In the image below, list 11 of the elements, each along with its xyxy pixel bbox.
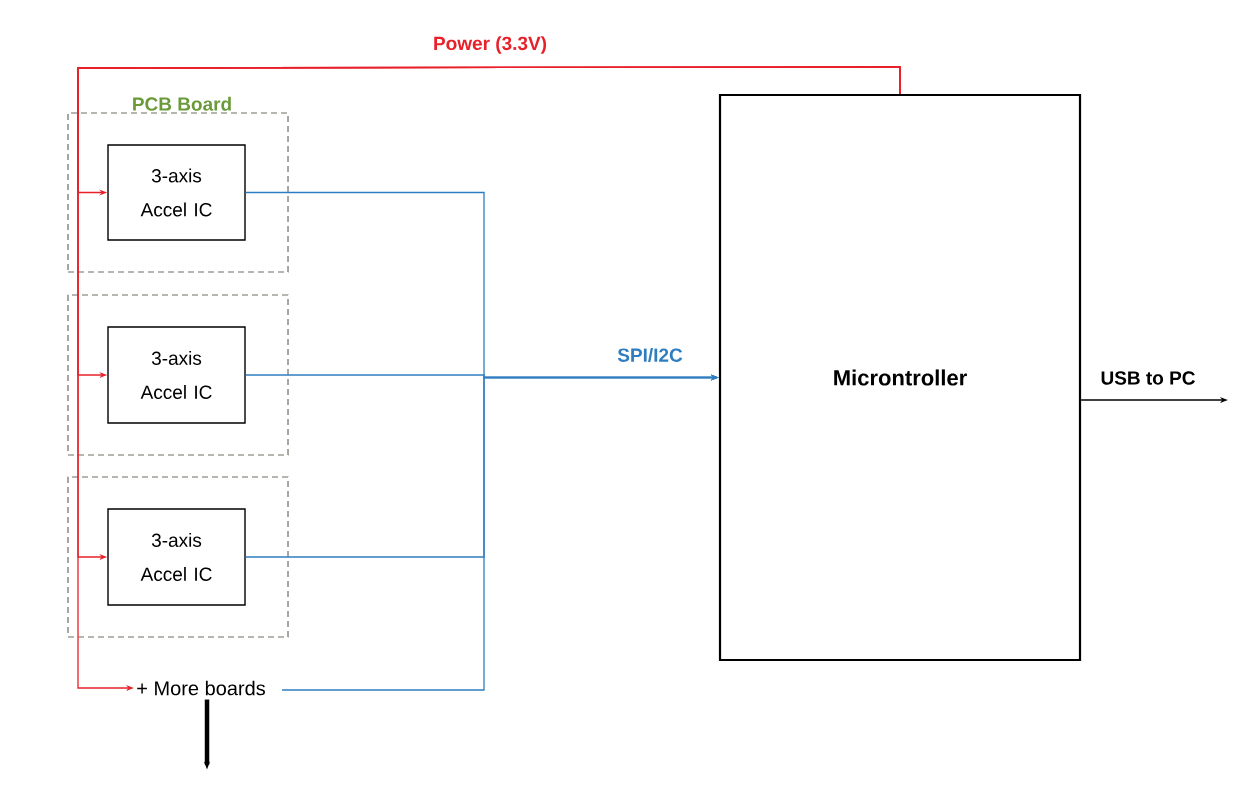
- microcontroller-box: Microntroller: [718, 93, 1082, 662]
- board-outline: [67, 476, 289, 638]
- edge-label: USB to PC: [1098, 369, 1198, 387]
- node-text: + More boards: [137, 680, 265, 696]
- edge-label: SPI/I2C: [615, 345, 685, 365]
- chip-box: 3-axis Accel IC: [107, 144, 246, 241]
- chip-box: 3-axis Accel IC: [107, 508, 246, 606]
- board-outline: [67, 294, 289, 456]
- edge-label: Power (3.3V): [431, 34, 550, 56]
- node-label: PCB Board: [133, 96, 231, 111]
- chip-box: 3-axis Accel IC: [107, 326, 246, 424]
